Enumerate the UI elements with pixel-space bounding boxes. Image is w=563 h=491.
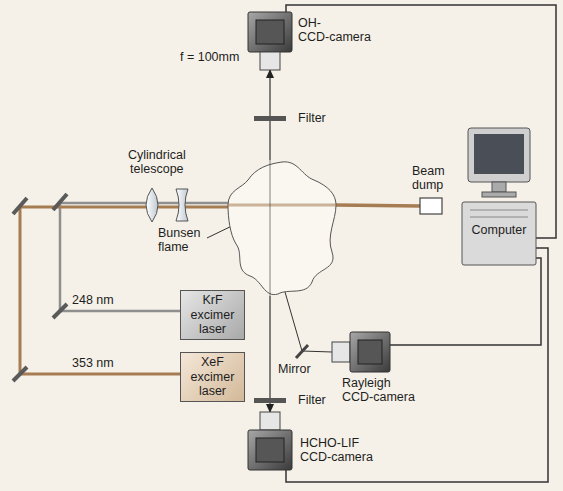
camera-lens xyxy=(260,412,280,430)
text-word: XeF xyxy=(201,355,224,369)
text-word: Cylindrical xyxy=(128,148,186,162)
monitor-stand xyxy=(492,182,506,192)
camera-face xyxy=(256,438,284,462)
flame-outline xyxy=(228,162,336,295)
node-label: Rayleigh CCD-camera xyxy=(342,376,415,405)
camera: OH- CCD-camera xyxy=(248,12,292,70)
camera-shape xyxy=(332,332,390,372)
flame: Bunsen flame xyxy=(228,160,336,296)
camera-body xyxy=(248,12,292,52)
flame-shape xyxy=(228,160,336,296)
signal-arrow xyxy=(269,296,270,412)
text-word: telescope xyxy=(130,162,184,176)
drive-slot xyxy=(470,210,528,211)
text-word: CCD-camera xyxy=(300,450,373,464)
part-label: Filter xyxy=(298,393,326,407)
convex-lens xyxy=(146,188,158,222)
monitor-base xyxy=(482,192,516,197)
camera-face xyxy=(256,20,284,44)
text-word: excimer xyxy=(191,308,235,322)
beam-dump-box xyxy=(420,198,442,214)
mirror xyxy=(296,345,308,358)
camera-lens xyxy=(332,342,350,362)
filter xyxy=(254,116,286,121)
node-label: HCHO-LIF CCD-camera xyxy=(300,436,373,465)
beam-dump-shape xyxy=(420,198,442,214)
text-word: laser xyxy=(199,384,226,398)
text-word: Bunsen xyxy=(158,226,200,240)
mirror xyxy=(53,194,67,210)
mirror xyxy=(13,367,27,381)
camera-lens xyxy=(260,52,280,70)
text-word: laser xyxy=(199,322,226,336)
camera-body xyxy=(350,332,390,372)
laser-beam xyxy=(60,203,228,311)
camera-shape xyxy=(248,412,292,470)
text-word: CCD-camera xyxy=(298,30,371,44)
text-word: CCD-camera xyxy=(342,390,415,404)
node-label: Beam dump xyxy=(412,164,445,193)
node-label: KrF excimer laser xyxy=(191,293,235,336)
screen xyxy=(474,134,524,174)
signal-arrow xyxy=(269,70,270,160)
beam-dump: Beam dump xyxy=(420,198,442,214)
camera: HCHO-LIF CCD-camera xyxy=(248,412,292,470)
camera: Rayleigh CCD-camera xyxy=(332,332,390,372)
cable xyxy=(390,258,541,345)
computer: Computer xyxy=(462,128,536,265)
filter xyxy=(254,398,286,403)
part-label: f = 100mm xyxy=(180,50,239,64)
text-word: dump xyxy=(412,178,443,192)
node-label: OH- CCD-camera xyxy=(298,16,371,45)
computer-shape xyxy=(462,128,536,265)
text-word: Rayleigh xyxy=(342,376,391,390)
camera-body xyxy=(248,430,292,470)
drive-slot xyxy=(470,217,528,218)
laser-box: XeF excimer laser xyxy=(180,352,245,402)
text-word: KrF xyxy=(202,293,222,307)
laser-beam xyxy=(336,205,420,206)
part-label: Mirror xyxy=(278,362,311,376)
text-word: HCHO-LIF xyxy=(300,436,359,450)
node-label: Computer xyxy=(462,223,536,237)
monitor xyxy=(468,128,530,182)
text-word: excimer xyxy=(191,370,235,384)
part-label: 248 nm xyxy=(72,293,114,307)
computer-case xyxy=(462,202,536,265)
part-label: Cylindrical telescope xyxy=(128,148,186,177)
camera-face xyxy=(358,340,382,364)
text-word: flame xyxy=(158,240,189,254)
text-word: OH- xyxy=(298,16,321,30)
node-label: Bunsen flame xyxy=(158,226,200,255)
laser-box: KrF excimer laser xyxy=(180,290,245,340)
text-word: Beam xyxy=(412,164,445,178)
camera-shape xyxy=(248,12,292,70)
laser-beam xyxy=(228,204,336,207)
signal-path xyxy=(270,160,271,296)
node-label: XeF excimer laser xyxy=(191,355,235,398)
rayleigh-signal-path xyxy=(285,292,332,352)
part-label: 353 nm xyxy=(72,356,114,370)
mirror xyxy=(53,304,67,318)
part-label: Filter xyxy=(298,111,326,125)
mirror xyxy=(13,198,27,214)
cable xyxy=(286,248,548,482)
concave-lens xyxy=(176,189,188,221)
